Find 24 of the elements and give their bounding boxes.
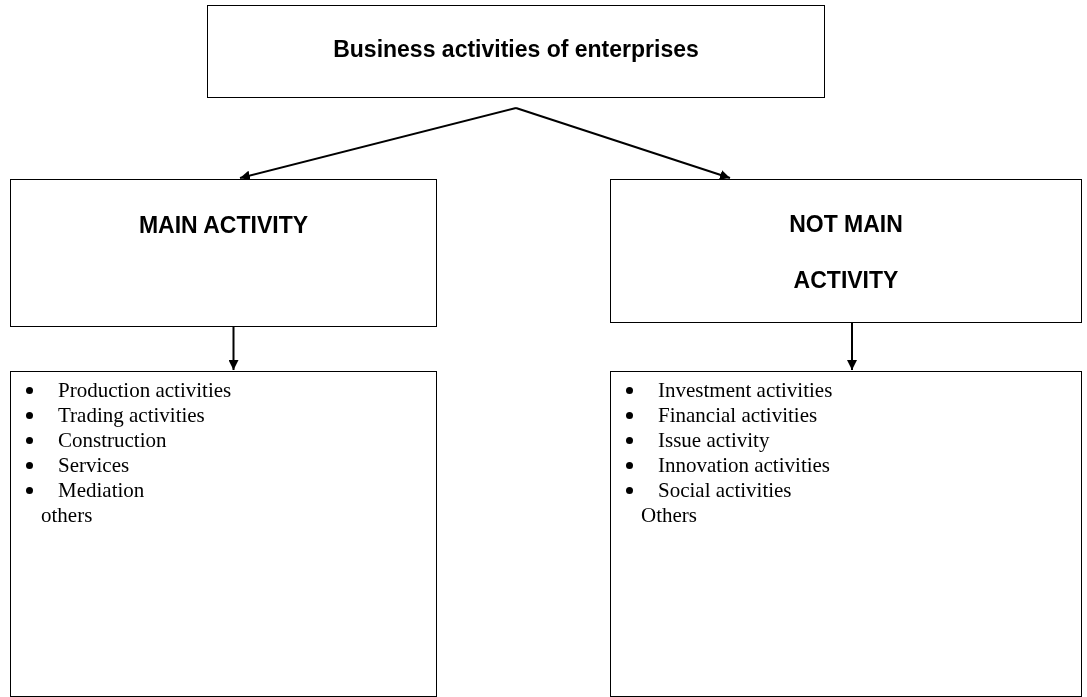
title-box	[207, 5, 825, 98]
list-note: others	[41, 503, 93, 527]
list-item: Services	[58, 453, 130, 477]
list-box	[10, 371, 437, 697]
list-item: Mediation	[58, 478, 145, 502]
category-box	[610, 179, 1082, 323]
list-item: Production activities	[58, 378, 232, 402]
list-item: Social activities	[658, 478, 792, 502]
list-note: Others	[641, 503, 697, 527]
list-item: Investment activities	[658, 378, 833, 402]
arrow	[228, 326, 239, 371]
list-item: Construction	[58, 428, 167, 452]
heading: MAIN ACTIVITY	[137, 211, 310, 240]
arrow	[239, 107, 517, 181]
arrow	[847, 322, 857, 371]
list-item: Financial activities	[658, 403, 818, 427]
list-item: Innovation activities	[658, 453, 831, 477]
arrow	[515, 107, 731, 180]
heading: NOT MAIN ACTIVITY	[788, 210, 904, 295]
heading: Business activities of enterprises	[332, 35, 700, 64]
list-item: Trading activities	[58, 403, 205, 427]
list-item: Issue activity	[658, 428, 770, 452]
category-box	[10, 179, 437, 327]
list-box	[610, 371, 1082, 697]
